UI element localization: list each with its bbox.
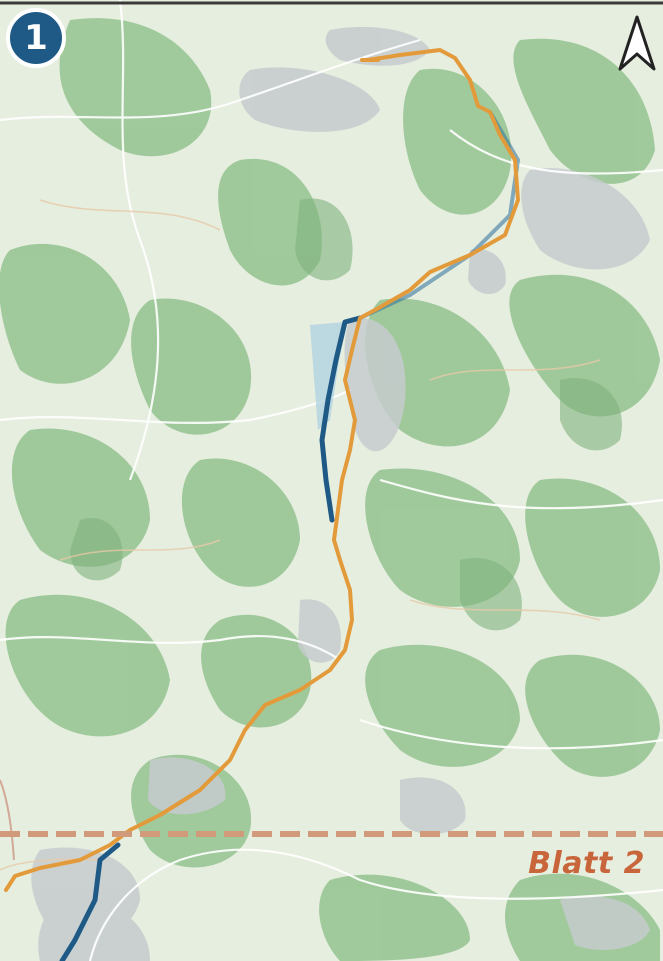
dense-forest xyxy=(70,198,622,631)
minor-roads xyxy=(0,199,601,871)
forest-areas xyxy=(0,18,660,961)
north-arrow-icon xyxy=(618,15,656,71)
route-blue-north[interactable] xyxy=(358,110,521,320)
map-sheet-number: 1 xyxy=(24,18,48,58)
sheet-label: Blatt 2 xyxy=(528,846,645,881)
route-blue-south[interactable] xyxy=(59,842,121,961)
map-sheet-number-badge: 1 xyxy=(6,8,66,68)
route-blue[interactable] xyxy=(319,315,363,523)
route-orange[interactable] xyxy=(4,48,520,892)
settlements xyxy=(31,26,650,961)
boundary-line xyxy=(0,779,15,861)
